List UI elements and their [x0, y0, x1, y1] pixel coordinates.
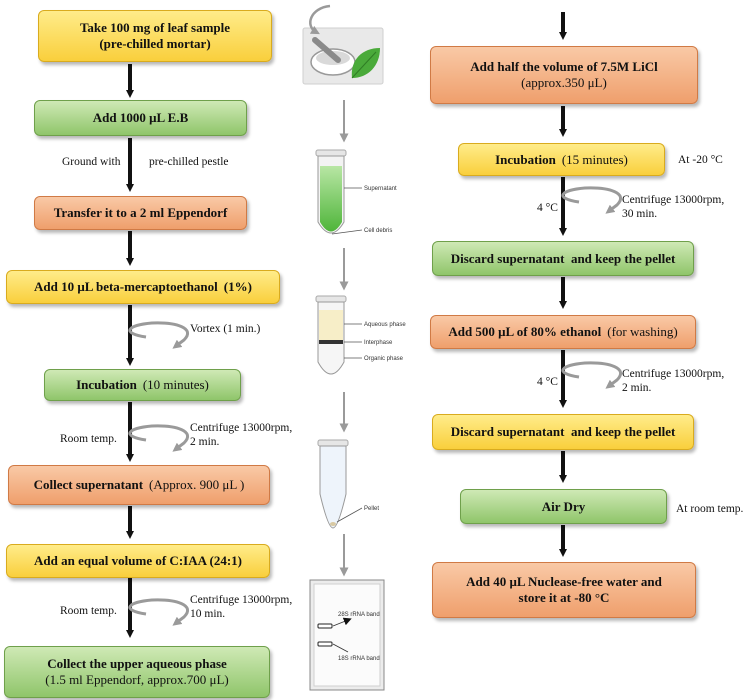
label-supernatant: Supernatant — [364, 186, 397, 192]
step-add-mercaptoethanol-paren: (1%) — [223, 279, 252, 294]
label-28s: 28S rRNA band — [338, 612, 380, 618]
step-discard-supernatant-2: Discard supernatant and keep the pellet — [432, 414, 694, 450]
step-collect-supernatant-paren: (Approx. 900 μL ) — [149, 477, 245, 492]
tube-phases-illustration — [315, 295, 362, 375]
tube-pellet-illustration — [317, 439, 363, 529]
centrifuge-arrow-3 — [561, 186, 622, 214]
centrifuge-arrow-4 — [561, 361, 622, 389]
step-discard-supernatant-1: Discard supernatant and keep the pellet — [432, 241, 694, 276]
step-add-mercaptoethanol-title: Add 10 μL beta-mercaptoethanol — [34, 279, 218, 294]
step-add-ethanol-title: Add 500 μL of 80% ethanol — [448, 324, 602, 339]
note-centrifuge-4: Centrifuge 13000rpm, 2 min. — [622, 368, 725, 394]
note-centrifuge-2: Centrifuge 13000rpm, 10 min. — [190, 594, 293, 620]
note-centrifuge-3: Centrifuge 13000rpm, 30 min. — [622, 194, 725, 220]
step-collect-aqueous-phase: Collect the upper aqueous phase (1.5 ml … — [4, 646, 270, 698]
label-cell-debris: Cell debris — [364, 228, 392, 234]
note-4c-1: 4 °C — [537, 202, 558, 214]
step-add-mercaptoethanol: Add 10 μL beta-mercaptoethanol (1%) — [6, 270, 280, 304]
note-at-room-temp: At room temp. — [676, 503, 744, 515]
step-add-eb-title: Add 1000 μL E.B — [92, 110, 189, 125]
step-add-nuclease-free-water: Add 40 μL Nuclease-free water and store … — [432, 562, 696, 618]
note-ground-with: Ground with — [62, 156, 121, 168]
step-incubation-15-title: Incubation — [495, 151, 556, 167]
gel-illustration — [309, 579, 385, 691]
tube-supernatant-illustration — [315, 149, 363, 235]
note-room-temp-1: Room temp. — [60, 433, 117, 445]
step-add-ciaa-title: Add an equal volume of C:IAA (24:1) — [33, 553, 242, 568]
step-add-eb: Add 1000 μL E.B — [34, 100, 247, 136]
step-add-ethanol-paren: (for washing) — [607, 324, 678, 339]
step-take-leaf-sample: Take 100 mg of leaf sample (pre-chilled … — [38, 10, 272, 62]
step-add-ethanol: Add 500 μL of 80% ethanol (for washing) — [430, 315, 696, 349]
step-add-licl: Add half the volume of 7.5M LiCl (approx… — [430, 46, 698, 104]
step-add-nuclease-free-water-title: Add 40 μL Nuclease-free water and store … — [466, 574, 662, 605]
step-transfer-eppendorf-title: Transfer it to a 2 ml Eppendorf — [53, 205, 228, 220]
note-vortex: Vortex (1 min.) — [190, 323, 261, 335]
label-18s: 18S rRNA band — [338, 656, 380, 662]
step-incubation-15-paren: (15 minutes) — [561, 151, 628, 167]
step-air-dry: Air Dry — [460, 489, 667, 524]
centrifuge-arrow-2 — [128, 598, 189, 626]
rotation-arrows — [128, 186, 622, 626]
note-prechilled-pestle: pre-chilled pestle — [149, 156, 229, 168]
step-air-dry-title: Air Dry — [541, 498, 586, 514]
step-incubation-10-title: Incubation — [76, 377, 137, 392]
note-room-temp-2: Room temp. — [60, 605, 117, 617]
label-pellet: Pellet — [364, 506, 379, 512]
label-aqueous-phase: Aqueous phase — [364, 322, 406, 328]
note-centrifuge-1: Centrifuge 13000rpm, 2 min. — [190, 422, 293, 448]
step-collect-aqueous-phase-title: Collect the upper aqueous phase — [47, 656, 227, 671]
vortex-arrow — [128, 321, 189, 349]
step-collect-supernatant-title: Collect supernatant — [33, 477, 144, 492]
centrifuge-arrow-1 — [128, 424, 189, 452]
step-incubation-10-paren: (10 minutes) — [142, 377, 209, 392]
mortar-pestle-illustration — [302, 4, 384, 85]
step-transfer-eppendorf: Transfer it to a 2 ml Eppendorf — [34, 196, 247, 230]
step-discard-supernatant-1-title: Discard supernatant and keep the pellet — [450, 250, 676, 266]
note-at-neg20: At -20 °C — [678, 154, 723, 166]
step-collect-supernatant: Collect supernatant (Approx. 900 μL ) — [8, 465, 270, 505]
label-interphase: Interphase — [364, 340, 393, 346]
step-add-licl-sub: (approx.350 μL) — [521, 75, 607, 90]
step-incubation-15: Incubation (15 minutes) — [458, 143, 665, 176]
step-add-licl-title: Add half the volume of 7.5M LiCl — [470, 59, 658, 74]
step-take-leaf-sample-title: Take 100 mg of leaf sample — [79, 20, 231, 35]
label-organic-phase: Organic phase — [364, 356, 404, 362]
step-collect-aqueous-phase-sub: (1.5 ml Eppendorf, approx.700 μL) — [45, 672, 229, 687]
step-take-leaf-sample-sub: (pre-chilled mortar) — [99, 36, 211, 51]
step-incubation-10: Incubation (10 minutes) — [44, 369, 241, 401]
step-discard-supernatant-2-title: Discard supernatant and keep the pellet — [450, 424, 676, 439]
step-add-ciaa: Add an equal volume of C:IAA (24:1) — [6, 544, 270, 578]
note-4c-2: 4 °C — [537, 376, 558, 388]
